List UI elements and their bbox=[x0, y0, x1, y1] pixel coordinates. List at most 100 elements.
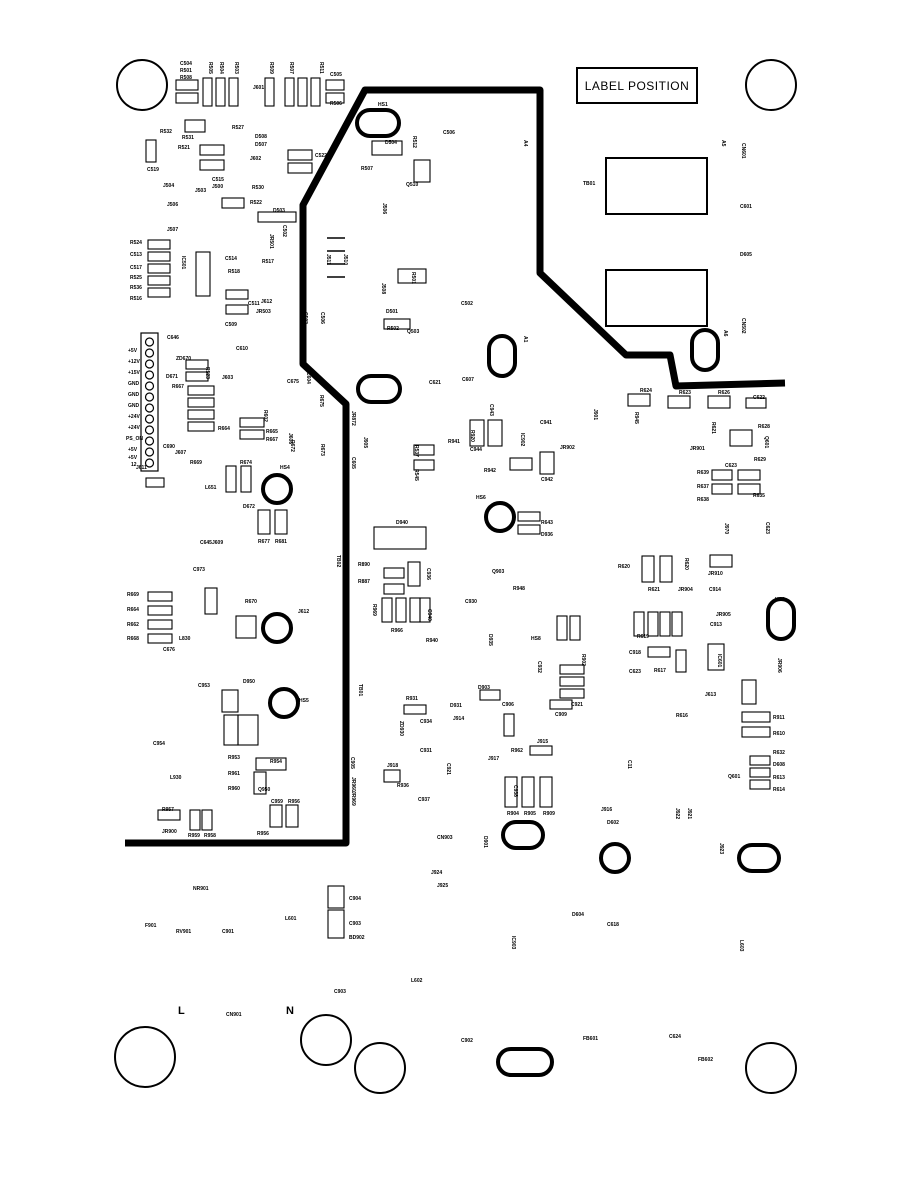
component-label: R942 bbox=[484, 468, 496, 474]
component-label: HS6 bbox=[476, 495, 486, 501]
component-label: J611 bbox=[136, 465, 147, 471]
component-label-vertical: J922 bbox=[674, 808, 680, 820]
component-label: HS4 bbox=[280, 465, 290, 471]
component-label: R961 bbox=[228, 771, 240, 777]
neutral-terminal-letter: N bbox=[286, 1005, 294, 1017]
component-label: J507 bbox=[167, 227, 179, 233]
component-label: C509 bbox=[225, 322, 237, 328]
component-label: R626 bbox=[718, 390, 730, 396]
component-label: JR503 bbox=[256, 309, 271, 315]
mounting-hole-top-left bbox=[116, 59, 168, 111]
component-label-vertical: J970 bbox=[723, 523, 729, 535]
component-label-vertical: R523 bbox=[204, 367, 210, 379]
component-label: D501 bbox=[386, 309, 398, 315]
component-label: C607 bbox=[462, 377, 474, 383]
component-label: C621 bbox=[429, 380, 441, 386]
label-position-text: LABEL POSITION bbox=[584, 78, 690, 93]
component-label: R616 bbox=[676, 713, 688, 719]
component-label: JR910 bbox=[708, 571, 723, 577]
component-label: R508 bbox=[180, 75, 192, 81]
component-label: C913 bbox=[710, 622, 722, 628]
component-label: Q510 bbox=[406, 182, 419, 188]
component-label: R624 bbox=[640, 388, 652, 394]
component-label: +24V bbox=[128, 425, 140, 431]
component-label: C624 bbox=[669, 1034, 681, 1040]
component-label: D605 bbox=[740, 252, 752, 258]
component-label: FB601 bbox=[583, 1036, 599, 1042]
component-label-vertical: C623 bbox=[764, 522, 770, 534]
component-footprints bbox=[145, 77, 771, 939]
component-label: JR904 bbox=[678, 587, 693, 593]
component-label: C514 bbox=[225, 256, 237, 262]
component-label-vertical: R902 bbox=[580, 654, 586, 666]
component-label-vertical: JR906 bbox=[776, 658, 782, 673]
component-label-vertical: J905 bbox=[362, 437, 368, 449]
component-label: R957 bbox=[162, 807, 174, 813]
component-label-vertical: IC903 bbox=[510, 936, 516, 950]
component-label: D903 bbox=[478, 685, 490, 691]
component-label: C931 bbox=[420, 748, 432, 754]
component-label: R527 bbox=[232, 125, 244, 131]
component-label: C690 bbox=[163, 444, 175, 450]
component-label-vertical: R501 bbox=[410, 272, 416, 284]
component-label: R620 bbox=[618, 564, 630, 570]
component-label: F901 bbox=[145, 923, 157, 929]
component-label: C502 bbox=[461, 301, 473, 307]
component-label: R953 bbox=[228, 755, 240, 761]
component-label: R668 bbox=[127, 636, 139, 642]
component-label: J918 bbox=[387, 763, 399, 769]
component-label-vertical: JR969 bbox=[350, 791, 356, 806]
component-label: L651 bbox=[205, 485, 217, 491]
component-label: R621 bbox=[648, 587, 660, 593]
component-label: R664 bbox=[218, 426, 230, 432]
component-label: R643 bbox=[541, 520, 553, 526]
component-label: C519 bbox=[147, 167, 159, 173]
component-label-vertical: R511 bbox=[318, 62, 324, 74]
component-label-vertical: L603 bbox=[738, 940, 744, 952]
component-label: R954 bbox=[270, 759, 282, 765]
line-terminal-letter: L bbox=[178, 1005, 185, 1017]
component-label: D608 bbox=[773, 762, 785, 768]
mounting-hole-bottom-mid2 bbox=[354, 1042, 406, 1094]
component-label: R667 bbox=[266, 437, 278, 443]
component-label: R518 bbox=[228, 269, 240, 275]
component-label: R617 bbox=[654, 668, 666, 674]
component-label: R887 bbox=[358, 579, 370, 585]
component-label: Q903 bbox=[492, 569, 505, 575]
component-label: R623 bbox=[679, 390, 691, 396]
component-label: D604 bbox=[572, 912, 584, 918]
component-label: J916 bbox=[601, 807, 613, 813]
component-label: R521 bbox=[178, 145, 190, 151]
component-label: R677 bbox=[258, 539, 270, 545]
component-label-vertical: IC902 bbox=[519, 433, 525, 447]
component-label-vertical: C604 bbox=[305, 372, 311, 384]
component-label: R638 bbox=[697, 497, 709, 503]
component-label: J503 bbox=[195, 188, 207, 194]
component-label-vertical: R537 bbox=[413, 445, 419, 457]
component-label: ZD670 bbox=[176, 356, 192, 362]
component-label: C934 bbox=[420, 719, 432, 725]
component-label: C504 bbox=[180, 61, 192, 67]
component-label: R905 bbox=[524, 811, 536, 817]
component-label-vertical: D901 bbox=[482, 836, 488, 848]
component-label: HS5 bbox=[299, 698, 309, 704]
component-label-vertical: C506 bbox=[319, 312, 325, 324]
component-label: C909 bbox=[555, 712, 567, 718]
component-label-vertical: R505 bbox=[207, 62, 213, 74]
component-label-vertical: C938 bbox=[512, 785, 518, 797]
component-label: C517 bbox=[130, 265, 142, 271]
component-label: R904 bbox=[507, 811, 519, 817]
component-label: Q950 bbox=[258, 787, 271, 793]
component-label: RV901 bbox=[176, 929, 192, 935]
component-label: +15V bbox=[128, 370, 140, 376]
component-label: R522 bbox=[250, 200, 262, 206]
component-label: CN901 bbox=[226, 1012, 242, 1018]
component-label: R667 bbox=[172, 384, 184, 390]
component-label-vertical: R503 bbox=[233, 62, 239, 74]
component-label: J917 bbox=[488, 756, 500, 762]
component-label: R958 bbox=[204, 833, 216, 839]
component-label: J925 bbox=[437, 883, 449, 889]
component-label: C901 bbox=[222, 929, 234, 935]
component-label: R890 bbox=[358, 562, 370, 568]
component-label-vertical: JR960 bbox=[350, 777, 356, 792]
